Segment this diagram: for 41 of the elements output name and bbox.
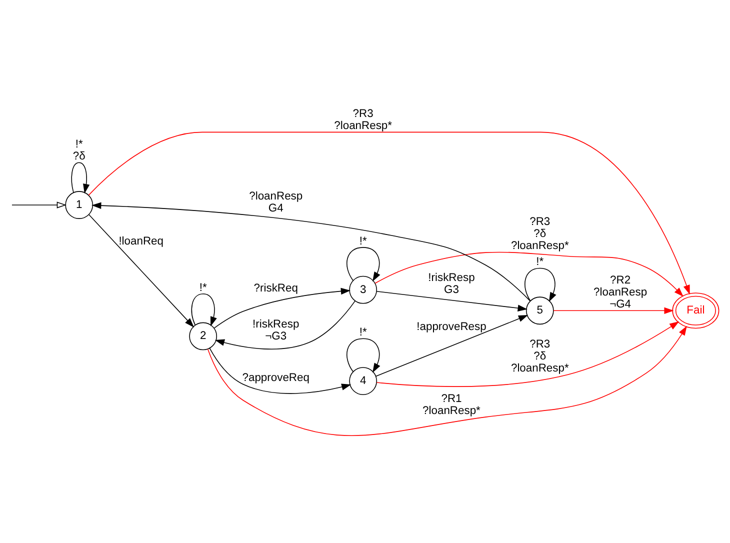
edge-label: !* [359,234,367,247]
edge-label: !* ?δ [72,138,86,162]
edge-label: ?riskReq [254,282,298,294]
arrow [209,347,352,394]
edge-label: ?loanResp G4 [249,190,303,214]
edge-label: !riskResp ¬G3 [252,318,300,342]
arrow [88,214,194,327]
arrow [346,338,380,372]
edge-label: !riskResp G3 [428,272,475,296]
arrow [92,202,530,301]
node-ellipse: Fail [672,292,720,328]
edge-label: !loanReq [118,234,164,247]
edge-label: ?R2 ?loanResp ¬G4 [594,274,648,310]
node-circle: 2 [189,322,218,350]
edge-label: ?R3 ?δ ?loanResp* [510,216,569,252]
arrow [88,131,690,294]
arrow [71,162,90,194]
arrow [376,314,528,376]
arrow [524,267,556,302]
node-circle: 5 [526,296,554,324]
arrow [12,201,66,208]
arrow [346,246,380,281]
node-circle: 4 [349,366,378,394]
edge-label: !approveResp [416,320,486,332]
arrow [191,292,217,326]
node-circle: 1 [65,190,94,218]
edge-label: !* [199,281,207,294]
edge-label: ?approveReq [242,372,310,384]
edge-label: ?R1 ?loanResp* [422,392,480,417]
edge-label: !* [359,326,367,338]
arrow [553,306,674,314]
arrow [376,290,528,311]
arrow [376,320,680,386]
edge-label: ?R3 ?loanResp* [334,108,392,132]
arrow [214,287,351,328]
edge-label: ?R3 ?δ ?loanResp* [510,338,569,374]
node-circle: 3 [349,275,378,304]
edge-label: !* [536,256,544,268]
arrow [374,251,684,296]
arrow [214,300,356,350]
arrow [207,325,687,436]
